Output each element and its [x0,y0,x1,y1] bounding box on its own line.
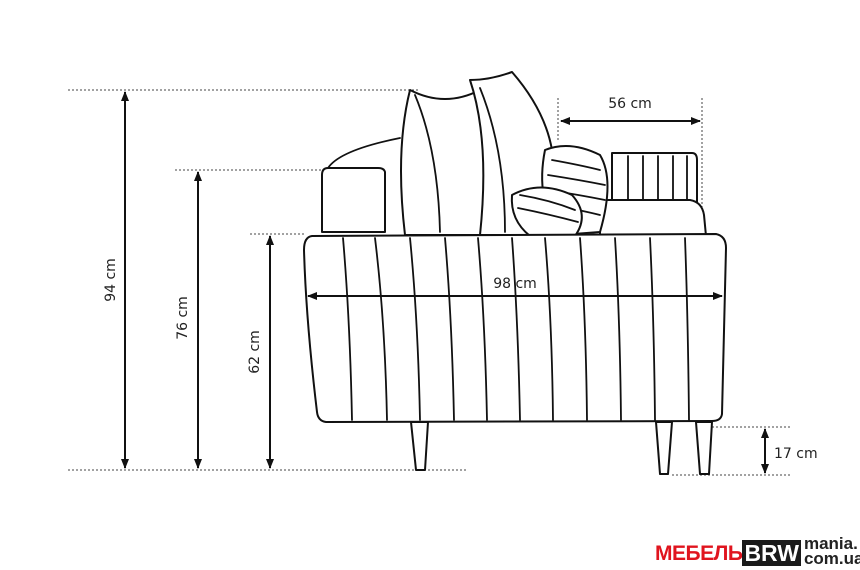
dimension-94: 94 cm [103,91,129,469]
leg-front-1 [655,421,673,475]
dimension-label-76: 76 cm [175,296,191,340]
dimension-label-94: 94 cm [103,258,119,302]
logo-site: mania. com.ua [801,534,860,568]
logo-brw: BRW [742,540,801,566]
store-logo: МЕБЕЛЬ BRW mania. com.ua [655,522,860,568]
front-channels [342,237,690,421]
dimension-label-62: 62 cm [247,330,263,374]
sofa-front-arm [303,233,727,423]
logo-site-line2: com.ua [803,549,860,568]
logo-mebel: МЕБЕЛЬ [655,542,743,565]
dimension-56: 56 cm [560,96,701,125]
dimension-62: 62 cm [247,235,274,469]
leg-back [410,421,429,471]
leg-front-2 [695,421,713,475]
guide-lines [68,89,790,476]
dimension-76: 76 cm [175,171,202,469]
dimension-label-98: 98 cm [493,276,537,292]
dimension-17: 17 cm [761,428,818,474]
right-arm-channels [627,155,688,201]
dimension-98: 98 cm [307,276,723,300]
dimension-label-56: 56 cm [608,96,652,112]
pillow-roll [510,186,583,237]
logo-site-line1: mania. [803,534,858,553]
sofa-illustration [303,71,727,475]
dimension-label-17: 17 cm [774,446,818,462]
